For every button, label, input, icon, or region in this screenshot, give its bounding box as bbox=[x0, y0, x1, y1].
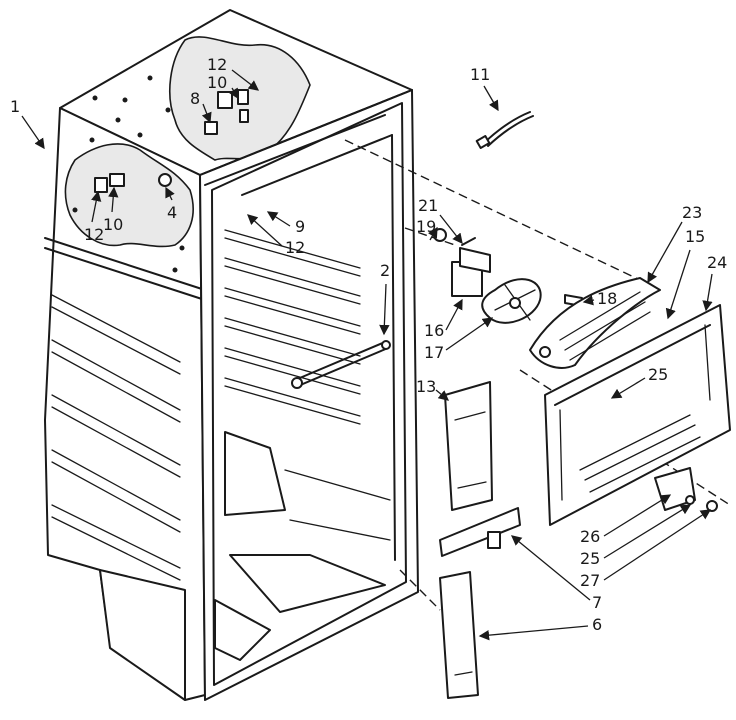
fan-shroud bbox=[529, 277, 661, 369]
callout-12-left: 12 bbox=[84, 225, 104, 244]
callout-18: 18 bbox=[597, 289, 617, 308]
cabinet-liner bbox=[199, 89, 419, 701]
callout-27: 27 bbox=[580, 571, 600, 590]
callout-2: 2 bbox=[380, 261, 390, 280]
callout-11: 11 bbox=[470, 65, 490, 84]
callout-7: 7 bbox=[592, 593, 602, 612]
callout-25-upper: 25 bbox=[648, 365, 668, 384]
callout-26: 26 bbox=[580, 527, 600, 546]
callout-10-left: 10 bbox=[103, 215, 123, 234]
callout-25-lower: 25 bbox=[580, 549, 600, 568]
callout-12-mid: 12 bbox=[285, 238, 305, 257]
callout-labels: 1 12 10 8 11 4 12 10 9 12 2 21 19 16 17 … bbox=[10, 55, 727, 641]
callout-10-top: 10 bbox=[207, 73, 227, 92]
callout-12-top: 12 bbox=[207, 55, 227, 74]
callout-16: 16 bbox=[424, 321, 444, 340]
callout-21: 21 bbox=[418, 196, 438, 215]
callout-17: 17 bbox=[424, 343, 444, 362]
callout-15: 15 bbox=[685, 227, 705, 246]
fan-motor-assembly bbox=[433, 228, 583, 324]
callout-8: 8 bbox=[190, 89, 200, 108]
callout-4: 4 bbox=[167, 203, 177, 222]
duct-covers bbox=[439, 381, 521, 699]
callout-24: 24 bbox=[707, 253, 727, 272]
assembly-lines bbox=[344, 139, 731, 611]
callout-13: 13 bbox=[416, 377, 436, 396]
callout-23: 23 bbox=[682, 203, 702, 222]
callout-9: 9 bbox=[295, 217, 305, 236]
callout-1: 1 bbox=[10, 97, 20, 116]
wire-harness bbox=[475, 111, 534, 149]
callout-6: 6 bbox=[592, 615, 602, 634]
cabinet-shell bbox=[44, 9, 413, 701]
shelf-rod bbox=[291, 340, 391, 389]
